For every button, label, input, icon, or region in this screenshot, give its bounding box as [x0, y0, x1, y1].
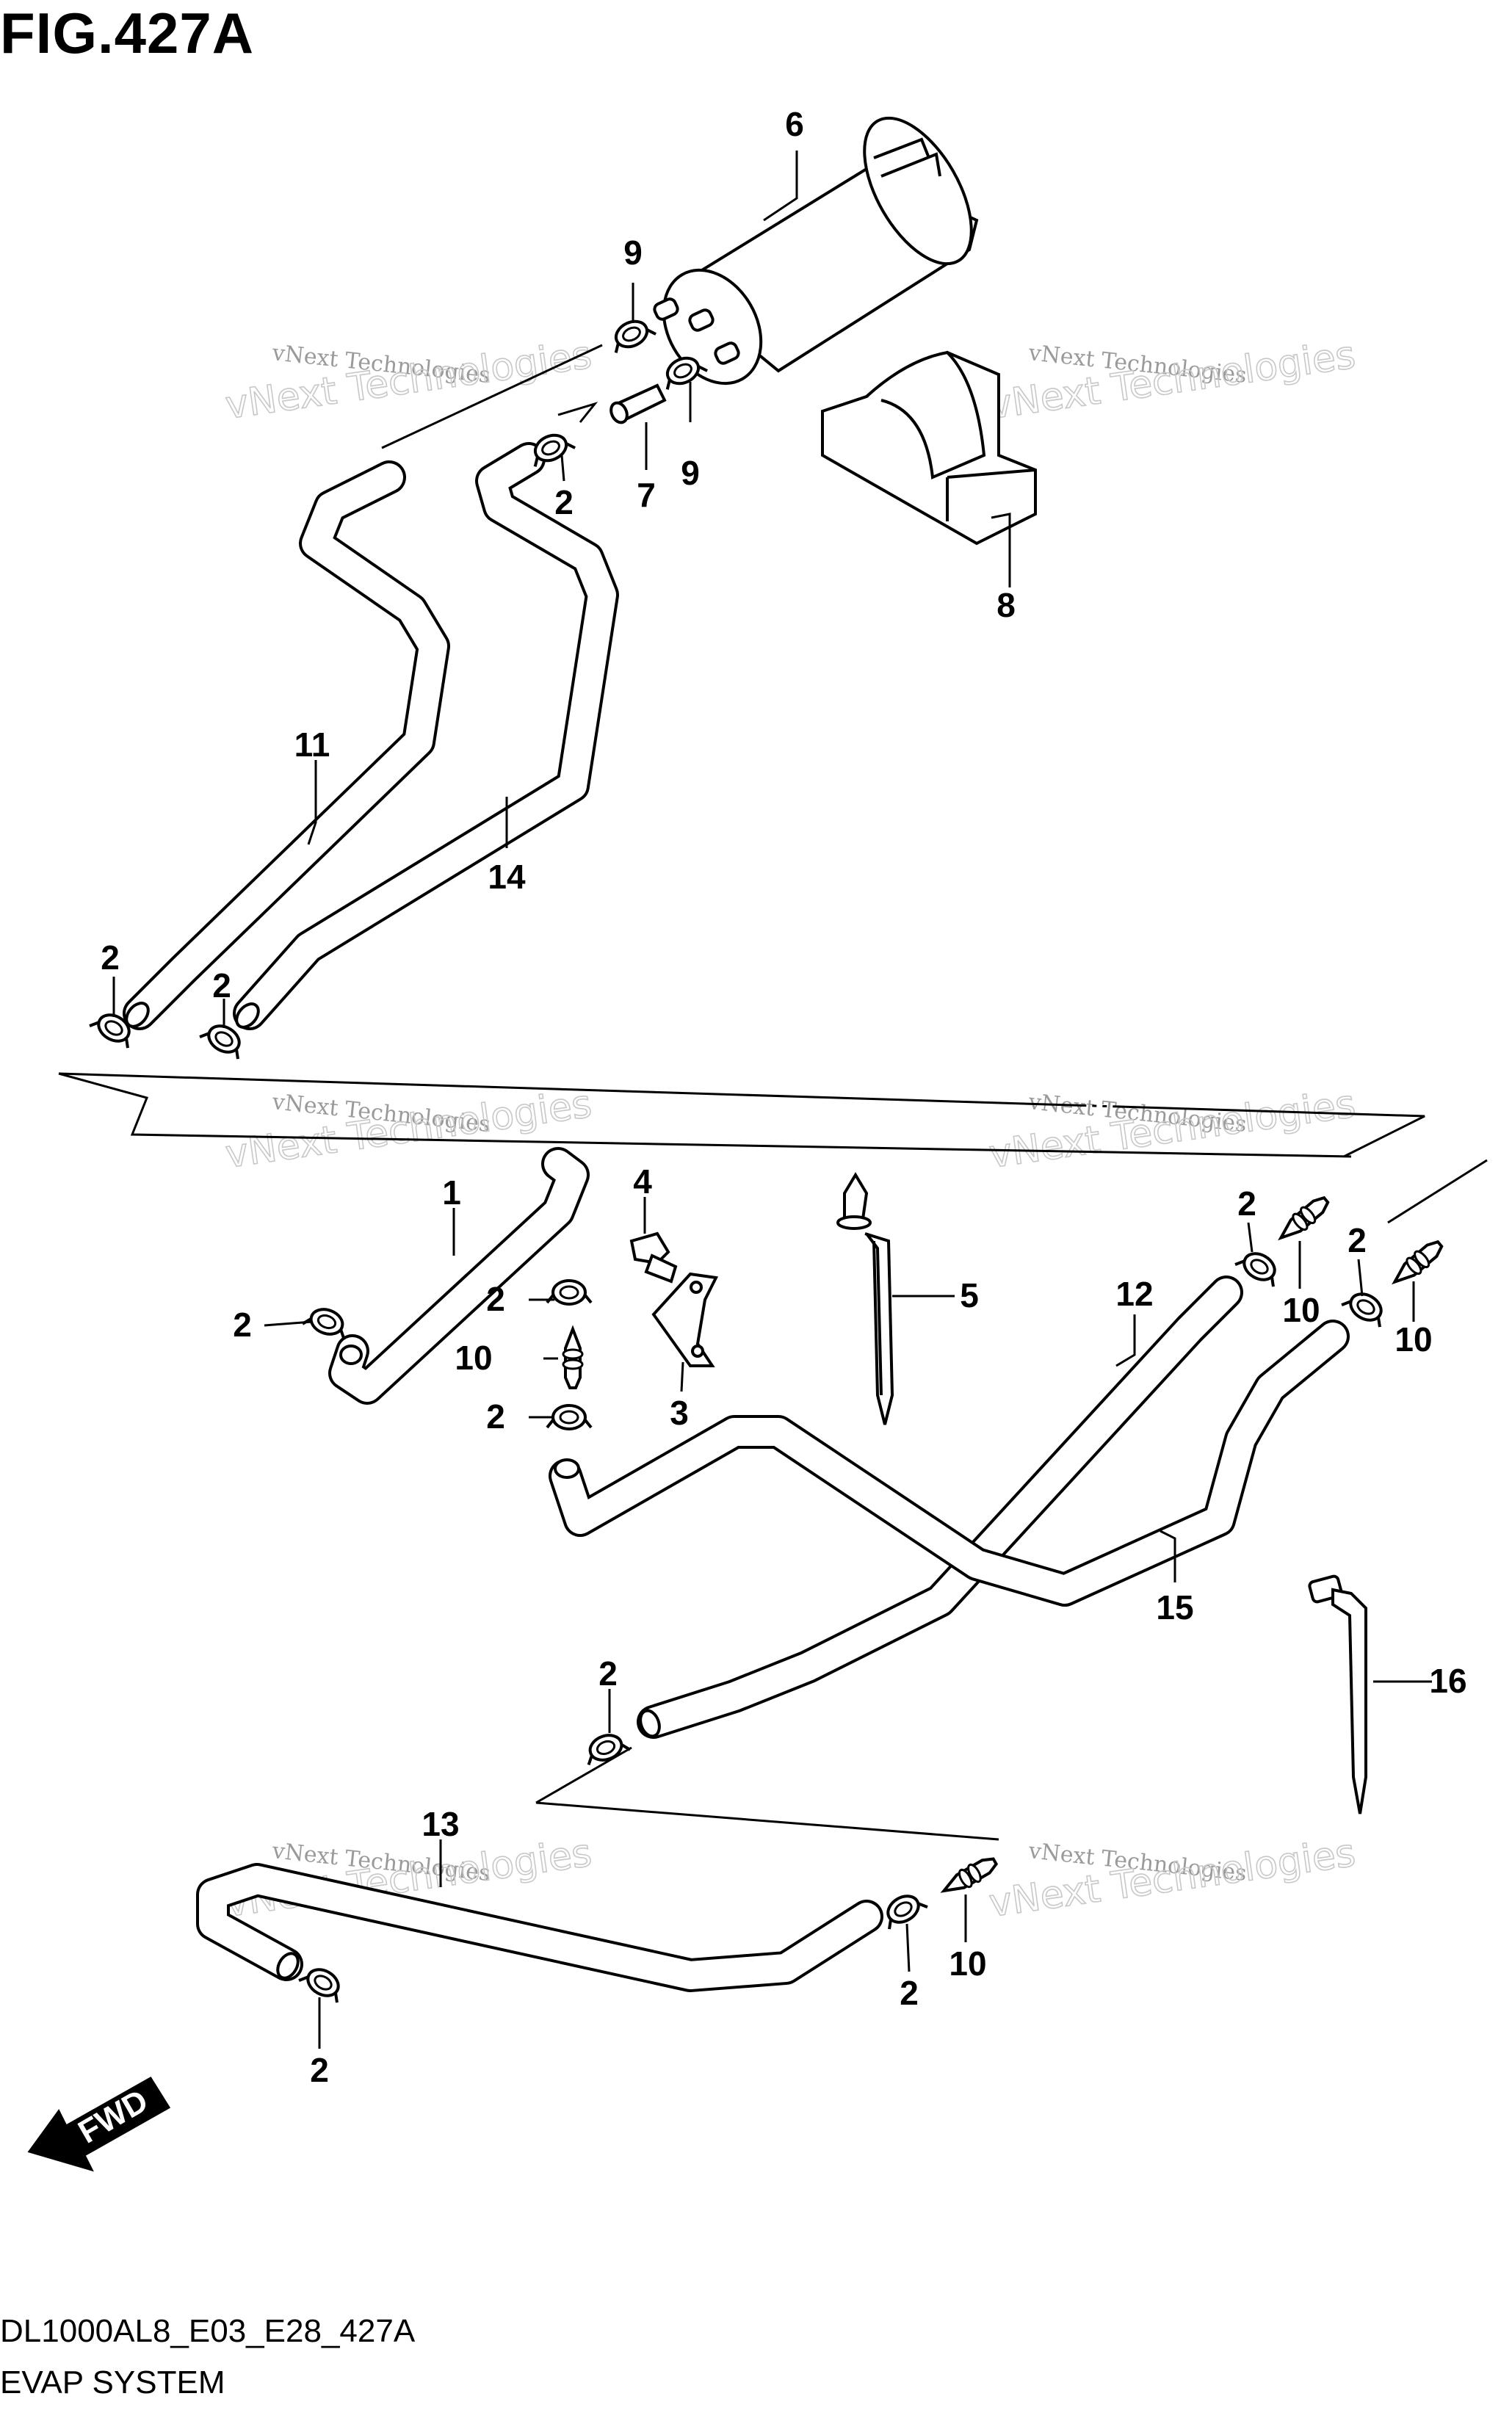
callout: 2 — [233, 1306, 252, 1344]
hose-12 — [637, 1275, 1243, 1739]
fwd-label: FWD — [73, 2082, 154, 2151]
bracket-plate — [651, 1272, 719, 1367]
callout: 4 — [633, 1162, 652, 1201]
callout: 7 — [637, 476, 656, 514]
joint — [1273, 1191, 1334, 1247]
hose-11 — [123, 460, 450, 1030]
callout: 9 — [623, 234, 643, 272]
callout: 16 — [1429, 1662, 1466, 1700]
callout: 2 — [486, 1280, 505, 1318]
callout: 2 — [1348, 1221, 1367, 1259]
callout: 10 — [1282, 1291, 1320, 1329]
section-frame-lines — [58, 344, 1488, 1841]
leader-lines — [112, 151, 1432, 2049]
clamp — [297, 1960, 350, 2005]
callout: 11 — [294, 725, 330, 764]
callout: 10 — [455, 1339, 492, 1377]
callout: 2 — [900, 1974, 919, 2012]
joint — [1387, 1235, 1447, 1291]
callout: 3 — [670, 1394, 689, 1432]
hose-15 — [549, 1320, 1350, 1607]
callout: 13 — [422, 1805, 459, 1843]
fwd-arrow-icon: FWD — [27, 2076, 171, 2172]
callout: 6 — [785, 105, 804, 143]
callout: 2 — [212, 966, 231, 1005]
callout: 12 — [1115, 1275, 1153, 1313]
figure-name: EVAP SYSTEM — [0, 2364, 225, 2400]
callout: 10 — [949, 1944, 986, 1983]
joint — [562, 1328, 584, 1389]
callout: 14 — [488, 858, 526, 896]
hose-14 — [233, 442, 619, 1030]
clamp — [605, 312, 658, 356]
callout: 2 — [310, 2051, 329, 2089]
clamp — [1233, 1244, 1286, 1289]
callout: 1 — [442, 1173, 461, 1212]
callout: 2 — [554, 483, 574, 521]
figure-title: FIG.427A — [0, 1, 255, 65]
callout: 5 — [960, 1276, 979, 1314]
figure-code: DL1000AL8_E03_E28_427A — [0, 2313, 416, 2349]
bolt — [629, 1231, 678, 1284]
hose-13 — [196, 1863, 883, 1992]
callout: 10 — [1395, 1320, 1432, 1358]
cable-tie — [836, 1172, 894, 1425]
canister-bracket — [821, 350, 1037, 546]
hose-1 — [328, 1147, 590, 1405]
callout: 2 — [101, 938, 120, 977]
callout-labels: 6 9 9 7 2 8 11 14 2 2 1 2 2 10 2 3 4 5 1… — [101, 105, 1466, 2089]
callout: 9 — [681, 454, 700, 492]
short-hose — [609, 383, 667, 424]
clamp — [579, 1727, 632, 1768]
callout: 2 — [486, 1397, 505, 1436]
canister — [653, 116, 979, 386]
probe — [1308, 1574, 1367, 1814]
callout: 15 — [1156, 1588, 1193, 1626]
callout: 2 — [598, 1654, 618, 1693]
clamp — [1339, 1284, 1392, 1330]
callout: 8 — [996, 586, 1016, 624]
callout: 2 — [1237, 1184, 1256, 1223]
clamp — [877, 1886, 930, 1932]
